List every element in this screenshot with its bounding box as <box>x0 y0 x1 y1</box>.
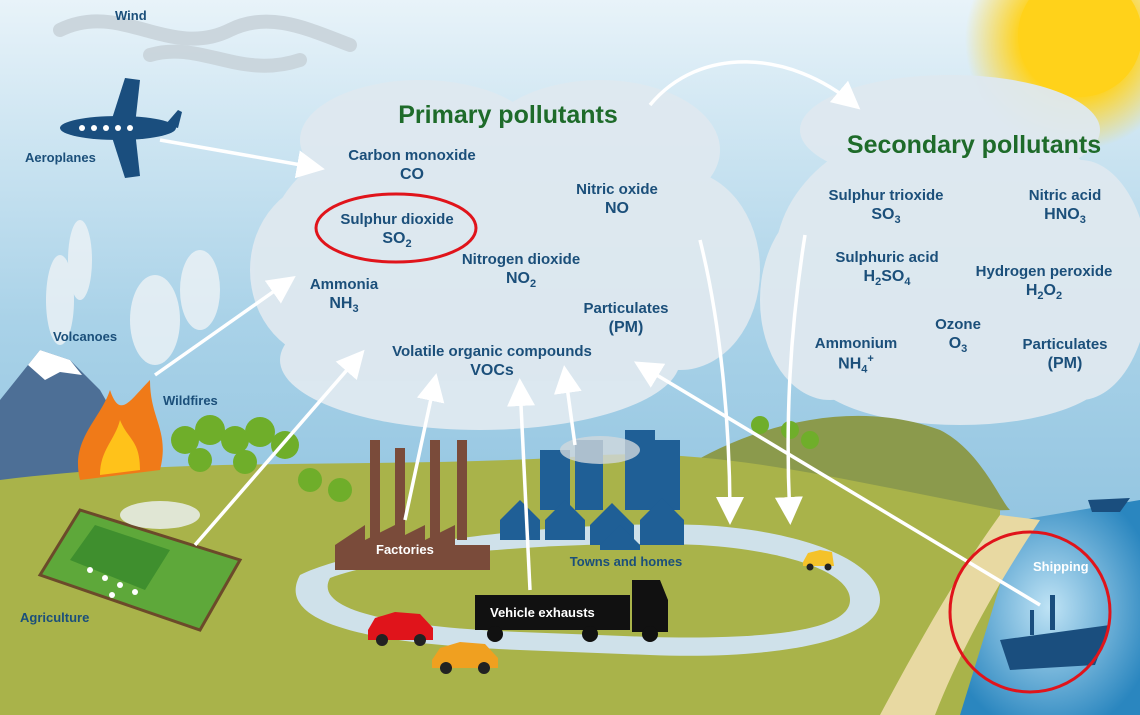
truck-icon <box>475 580 668 642</box>
pollutant-formula: (PM) <box>608 319 644 336</box>
wildfire-icon <box>77 380 163 480</box>
pollutant-name: Sulphur dioxide <box>340 211 454 228</box>
label-aeroplanes: Aeroplanes <box>25 150 96 165</box>
sun-disc <box>1018 0 1140 97</box>
agriculture-arrow <box>193 349 365 547</box>
pollutant-name: Nitrogen dioxide <box>461 251 581 268</box>
flow-arrows <box>153 60 1041 607</box>
car-yellow-icon <box>803 550 834 571</box>
pollutant-formula: NO2 <box>505 270 537 291</box>
town-arrow <box>553 365 582 446</box>
pollutant-formula: SO3 <box>871 206 901 227</box>
pollutant-sulphuric-acid: Sulphuric acid H2SO4 <box>835 249 938 289</box>
pollutant-formula: H2O2 <box>1025 282 1063 303</box>
primary-to-secondary-arrow <box>648 60 861 110</box>
volcano-snow <box>28 350 82 380</box>
aeroplane-icon <box>60 78 182 178</box>
vehicle-arrow <box>507 378 536 591</box>
secondary-deposition-arrow <box>774 234 807 525</box>
pollutant-formula: HNO3 <box>1044 206 1086 227</box>
pollutant-formula: NH3 <box>329 295 359 316</box>
pollutant-sulphur-dioxide: Sulphur dioxide SO2 <box>340 211 453 251</box>
pollutant-formula: CO <box>399 166 424 183</box>
pollutant-formula: O3 <box>948 335 968 356</box>
smoke-plumes <box>46 220 220 529</box>
car-red-icon <box>368 612 433 646</box>
pollutant-sulphur-trioxide: Sulphur trioxide SO3 <box>828 187 943 227</box>
pollutant-hydrogen-peroxide: Hydrogen peroxide H2O2 <box>976 263 1113 303</box>
label-shipping: Shipping <box>1033 559 1089 574</box>
pollutant-name: Ammonium <box>814 335 898 352</box>
factory-icon <box>335 440 490 570</box>
primary-deposition-arrow <box>698 239 744 525</box>
pollutant-formula: NH4+ <box>838 353 874 376</box>
pollutant-name: Volatile organic compounds <box>392 343 592 360</box>
pollutant-nitric-acid: Nitric acid HNO3 <box>1029 187 1102 227</box>
pollutant-particulates-primary: Particulates (PM) <box>583 300 668 337</box>
pollutant-ammonium: Ammonium NH4+ <box>815 335 898 377</box>
beach <box>880 515 1040 715</box>
shipping-arrow <box>633 361 1041 607</box>
ship-icon <box>1000 498 1130 670</box>
pollutant-name: Ammonia <box>309 276 379 293</box>
wind-icon <box>53 14 357 73</box>
pollutant-name: Ozone <box>935 316 981 333</box>
car-orange-icon <box>432 642 498 674</box>
label-vehicles: Vehicle exhausts <box>490 605 595 620</box>
primary-heading: Primary pollutants <box>398 101 618 129</box>
primary-cloud <box>250 80 760 430</box>
secondary-cloud <box>760 75 1140 425</box>
forest <box>171 415 819 502</box>
pollutant-formula: H2SO4 <box>863 268 911 289</box>
highlight-sulphur-dioxide <box>314 192 478 264</box>
aeroplane-arrow <box>159 138 325 179</box>
pollutant-formula: SO2 <box>382 230 412 251</box>
pollutant-formula: (PM) <box>1047 355 1083 372</box>
pollutant-nitrogen-dioxide: Nitrogen dioxide NO2 <box>462 251 580 291</box>
pollutant-name: Sulphuric acid <box>835 249 939 266</box>
pollutant-carbon-monoxide: Carbon monoxide CO <box>348 147 476 184</box>
factory-arrow <box>403 373 445 521</box>
secondary-heading: Secondary pollutants <box>846 131 1102 159</box>
pollutant-name: Nitric oxide <box>576 181 658 198</box>
pollutant-name: Sulphur trioxide <box>828 187 944 204</box>
highlight-shipping <box>948 530 1112 694</box>
pollutant-name: Hydrogen peroxide <box>975 263 1113 280</box>
label-factories: Factories <box>376 542 434 557</box>
label-towns: Towns and homes <box>569 554 683 569</box>
pollutant-name: Particulates <box>1022 336 1108 353</box>
pollutant-nitric-oxide: Nitric oxide NO <box>576 181 658 218</box>
pollutant-name: Carbon monoxide <box>348 147 476 164</box>
pollutant-vocs: Volatile organic compounds VOCs <box>392 343 592 380</box>
pollutant-ozone: Ozone O3 <box>935 316 981 356</box>
label-wind: Wind <box>115 8 147 23</box>
wildfire-arrow <box>153 275 296 377</box>
label-agriculture: Agriculture <box>20 610 90 625</box>
pollutant-particulates-secondary: Particulates (PM) <box>1022 336 1107 373</box>
pollutant-formula: NO <box>605 200 629 217</box>
pollutant-ammonia: Ammonia NH3 <box>310 276 378 316</box>
agriculture-field <box>37 508 243 632</box>
label-wildfires: Wildfires <box>163 393 218 408</box>
pollutant-name: Particulates <box>583 300 669 317</box>
label-volcanoes: Volcanoes <box>53 329 118 344</box>
pollutant-formula: VOCs <box>470 362 514 379</box>
pollutant-name: Nitric acid <box>1028 187 1102 204</box>
